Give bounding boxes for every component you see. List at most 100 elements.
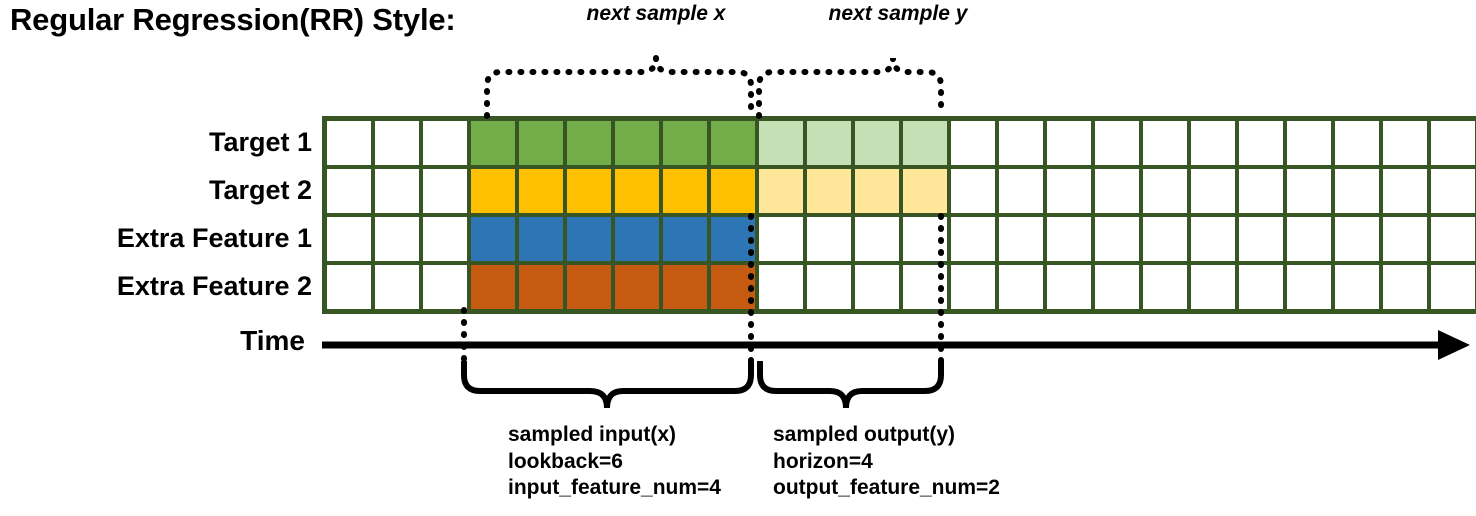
row-label-extra-feature-1: Extra Feature 1 xyxy=(116,223,312,253)
grid-cell-r1-c17 xyxy=(1095,121,1139,165)
grid-cell-r2-c5 xyxy=(519,169,563,213)
grid-cell-r3-c16 xyxy=(1047,217,1091,261)
grid-cell-r2-c23 xyxy=(1383,169,1427,213)
grid-cell-r1-c5 xyxy=(519,121,563,165)
grid-cell-r2-c12 xyxy=(855,169,899,213)
grid-cell-r4-c4 xyxy=(471,265,515,309)
grid-cell-r4-c3 xyxy=(423,265,467,309)
grid-cell-r3-c7 xyxy=(615,217,659,261)
grid-cell-r2-c20 xyxy=(1239,169,1283,213)
grid-cell-r4-c16 xyxy=(1047,265,1091,309)
grid-cell-r4-c2 xyxy=(375,265,419,309)
grid-cell-r2-c17 xyxy=(1095,169,1139,213)
grid-cell-r3-c11 xyxy=(807,217,851,261)
grid-cell-r1-c12 xyxy=(855,121,899,165)
grid-cell-r4-c5 xyxy=(519,265,563,309)
grid-cell-r3-c18 xyxy=(1143,217,1187,261)
grid-cell-r3-c8 xyxy=(663,217,707,261)
grid-cell-r1-c23 xyxy=(1383,121,1427,165)
top-brace-next-sample-y xyxy=(756,57,944,119)
time-axis-label: Time xyxy=(240,325,305,356)
grid-cell-r4-c1 xyxy=(327,265,371,309)
grid-cell-r3-c14 xyxy=(951,217,995,261)
grid-cell-r3-c20 xyxy=(1239,217,1283,261)
bracket-caption-next-sample-y: next sample y xyxy=(828,2,968,25)
timeline-grid xyxy=(322,116,1476,314)
grid-cell-r4-c15 xyxy=(999,265,1043,309)
grid-cell-r3-c23 xyxy=(1383,217,1427,261)
grid-cell-r2-c2 xyxy=(375,169,419,213)
grid-cell-r2-c22 xyxy=(1335,169,1379,213)
sampled-input-line2: lookback=6 xyxy=(508,449,623,473)
time-axis-arrowhead xyxy=(1438,330,1470,360)
grid-cell-r1-c16 xyxy=(1047,121,1091,165)
sampled-output-line3: output_feature_num=2 xyxy=(773,476,1000,499)
grid-cell-r2-c24 xyxy=(1431,169,1475,213)
page-title: Regular Regression(RR) Style: xyxy=(10,2,456,37)
grid-cell-r1-c22 xyxy=(1335,121,1379,165)
sampled-input-line3: input_feature_num=4 xyxy=(508,476,721,499)
grid-cell-r2-c7 xyxy=(615,169,659,213)
grid-cell-r4-c21 xyxy=(1287,265,1331,309)
grid-row-target-1 xyxy=(327,121,1475,165)
grid-cell-r3-c17 xyxy=(1095,217,1139,261)
grid-cell-r1-c8 xyxy=(663,121,707,165)
grid-cell-r3-c10 xyxy=(759,217,803,261)
grid-cell-r3-c15 xyxy=(999,217,1043,261)
grid-row-extra-feature-2 xyxy=(327,265,1475,309)
row-label-extra-feature-2: Extra Feature 2 xyxy=(116,271,312,301)
grid-cell-r4-c6 xyxy=(567,265,611,309)
row-label-target-2: Target 2 xyxy=(208,175,312,205)
grid-cell-r3-c22 xyxy=(1335,217,1379,261)
grid-row-target-2 xyxy=(327,169,1475,213)
bracket-caption-next-sample-x: next sample x xyxy=(586,2,726,25)
grid-row-extra-feature-1 xyxy=(327,217,1475,261)
grid-cell-r2-c19 xyxy=(1191,169,1235,213)
sampled-output-title: sampled output(y) xyxy=(773,423,955,446)
grid-cell-r1-c10 xyxy=(759,121,803,165)
grid-cell-r4-c7 xyxy=(615,265,659,309)
grid-cell-r1-c11 xyxy=(807,121,851,165)
bottom-brace-sampled-input xyxy=(461,361,754,409)
grid-cell-r3-c9 xyxy=(711,217,755,261)
grid-cell-r1-c24 xyxy=(1431,121,1475,165)
grid-cell-r4-c24 xyxy=(1431,265,1475,309)
grid-cell-r3-c13 xyxy=(903,217,947,261)
grid-cell-r2-c11 xyxy=(807,169,851,213)
grid-cell-r4-c10 xyxy=(759,265,803,309)
grid-cell-r4-c23 xyxy=(1383,265,1427,309)
grid-cell-r1-c14 xyxy=(951,121,995,165)
grid-cell-r3-c19 xyxy=(1191,217,1235,261)
grid-cell-r2-c8 xyxy=(663,169,707,213)
grid-cell-r3-c5 xyxy=(519,217,563,261)
grid-cell-r2-c6 xyxy=(567,169,611,213)
grid-cell-r1-c21 xyxy=(1287,121,1331,165)
grid-cell-r1-c19 xyxy=(1191,121,1235,165)
grid-cell-r1-c2 xyxy=(375,121,419,165)
grid-cell-r4-c8 xyxy=(663,265,707,309)
grid-cell-r4-c14 xyxy=(951,265,995,309)
grid-cell-r1-c1 xyxy=(327,121,371,165)
grid-cell-r3-c3 xyxy=(423,217,467,261)
grid-cell-r1-c7 xyxy=(615,121,659,165)
row-label-target-1: Target 1 xyxy=(208,127,312,157)
grid-cell-r4-c9 xyxy=(711,265,755,309)
grid-cell-r2-c1 xyxy=(327,169,371,213)
grid-cell-r4-c22 xyxy=(1335,265,1379,309)
bottom-brace-sampled-output xyxy=(757,361,944,409)
bracket-caption-sampled-input: sampled input(x) lookback=6 input_featur… xyxy=(508,422,721,502)
grid-cell-r3-c4 xyxy=(471,217,515,261)
grid-cell-r3-c1 xyxy=(327,217,371,261)
grid-cell-r2-c9 xyxy=(711,169,755,213)
grid-cell-r1-c6 xyxy=(567,121,611,165)
grid-cell-r3-c12 xyxy=(855,217,899,261)
grid-cell-r4-c12 xyxy=(855,265,899,309)
grid-cell-r3-c2 xyxy=(375,217,419,261)
grid-cell-r3-c6 xyxy=(567,217,611,261)
grid-cell-r1-c18 xyxy=(1143,121,1187,165)
grid-cell-r2-c4 xyxy=(471,169,515,213)
grid-cell-r2-c13 xyxy=(903,169,947,213)
grid-cell-r2-c15 xyxy=(999,169,1043,213)
sampled-input-title: sampled input(x) xyxy=(508,423,677,446)
grid-cell-r4-c13 xyxy=(903,265,947,309)
